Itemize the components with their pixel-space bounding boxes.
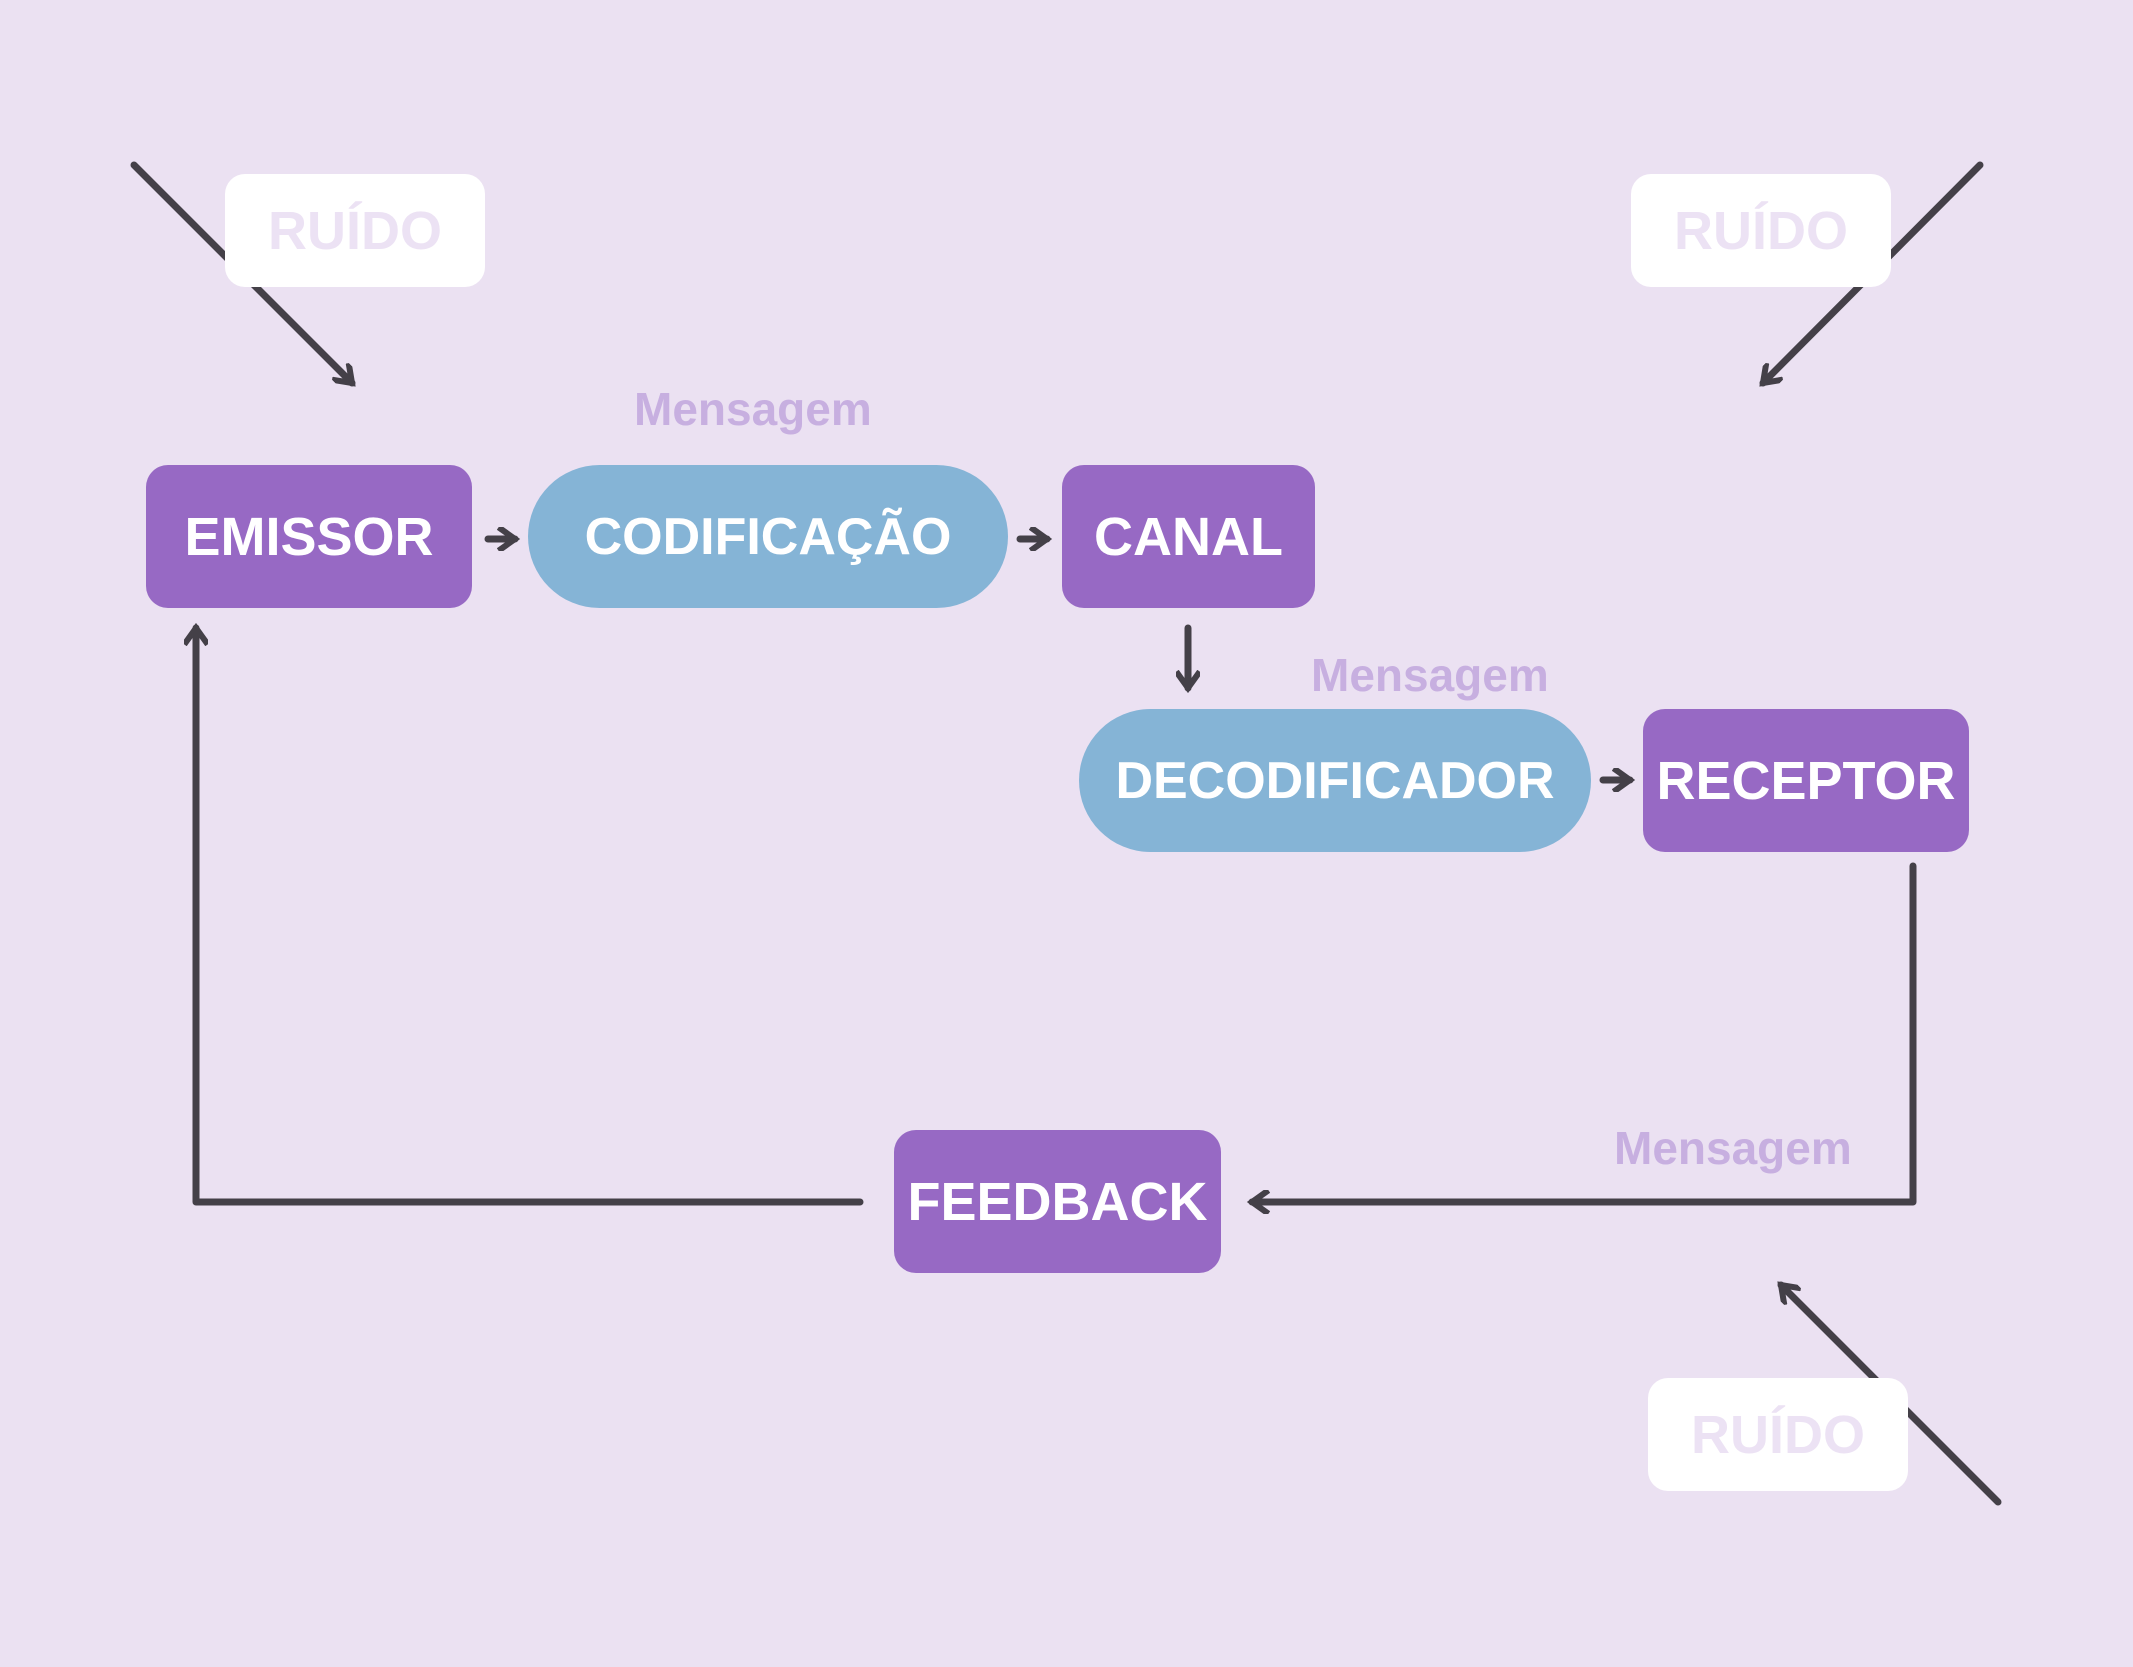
message-label-top: Mensagem — [634, 383, 872, 435]
node-decodificador: DECODIFICADOR — [1079, 709, 1591, 852]
node-receptor: RECEPTOR — [1643, 709, 1969, 852]
noise-top-left: RUÍDO — [225, 174, 485, 287]
message-label-bottom: Mensagem — [1614, 1122, 1852, 1174]
noise-bottom-right: RUÍDO — [1648, 1378, 1908, 1491]
node-emissor: EMISSOR — [146, 465, 472, 608]
arrow-feedback-to-emissor — [196, 628, 864, 1206]
node-canal: CANAL — [1062, 465, 1315, 608]
message-label-middle: Mensagem — [1311, 649, 1549, 701]
node-codificacao: CODIFICAÇÃO — [528, 465, 1008, 608]
noise-top-right: RUÍDO — [1631, 174, 1891, 287]
node-feedback: FEEDBACK — [894, 1130, 1221, 1273]
arrow-receptor-to-feedback — [1252, 862, 1917, 1202]
